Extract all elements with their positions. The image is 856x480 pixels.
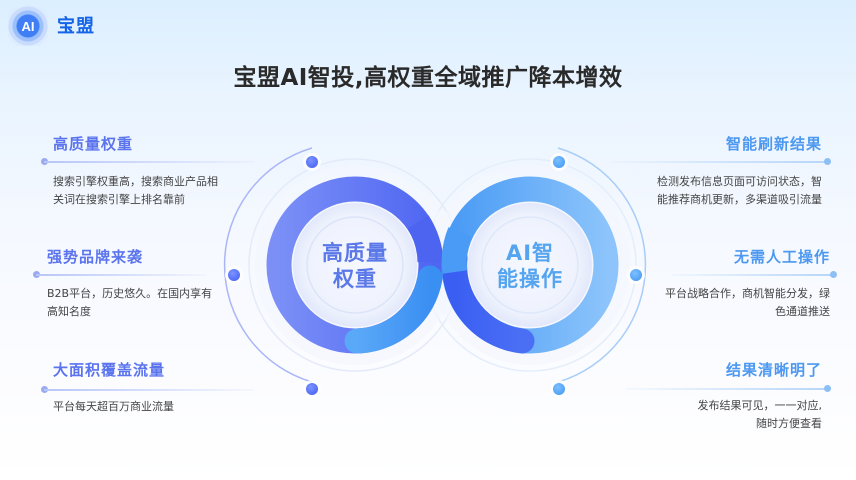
desc-line: 检测发布信息页面可访问状态，智 <box>657 175 822 188</box>
desc-line: 关词在搜索引擎上排名靠前 <box>53 193 185 206</box>
line-dot <box>824 158 831 165</box>
divider-line <box>626 388 826 390</box>
orbit-dot-top-right <box>553 156 565 168</box>
orbit-dot-bottom-right <box>553 383 565 395</box>
feature-title: 结果清晰明了 <box>725 361 822 379</box>
orbit-dot-mid-right <box>630 269 642 281</box>
feature-title: 无需人工操作 <box>733 248 830 266</box>
feature-desc: 平台每天超百万商业流量 <box>53 398 174 416</box>
page-title: 宝盟AI智投,高权重全域推广降本增效 <box>233 65 623 91</box>
divider-line <box>36 274 206 276</box>
desc-line: B2B平台，历史悠久。在国内享有 <box>47 287 213 300</box>
line-dot <box>830 271 837 278</box>
center-left-line1: 高质量 <box>322 241 388 265</box>
desc-line: 随时方便查看 <box>756 417 822 430</box>
desc-line: 高知名度 <box>47 305 91 318</box>
orbit-dot-top-left <box>306 156 318 168</box>
divider-line <box>44 389 254 391</box>
orbit-dot-bottom-left <box>306 383 318 395</box>
desc-line: 色通道推送 <box>775 305 830 318</box>
desc-line: 发布结果可见，一一对应, <box>697 399 823 412</box>
desc-line: 搜索引擎权重高，搜索商业产品相 <box>53 175 218 188</box>
divider-line <box>611 161 826 163</box>
desc-line: 能推荐商机更新，多渠道吸引流量 <box>657 193 822 206</box>
brand-name: 宝盟 <box>57 16 95 37</box>
desc-line: 平台每天超百万商业流量 <box>53 400 174 413</box>
feature-desc: 发布结果可见，一一对应, 随时方便查看 <box>698 397 823 433</box>
desc-line: 平台战略合作，商机智能分发，绿 <box>665 287 830 300</box>
line-dot <box>824 385 831 392</box>
divider-line <box>44 161 254 163</box>
feature-desc: B2B平台，历史悠久。在国内享有 高知名度 <box>47 285 212 321</box>
center-label-left: 高质量 权重 <box>305 240 405 292</box>
orbit-dot-mid-left <box>228 269 240 281</box>
feature-desc: 平台战略合作，商机智能分发，绿 色通道推送 <box>665 285 830 321</box>
center-left-line2: 权重 <box>333 267 377 291</box>
feature-desc: 检测发布信息页面可访问状态，智 能推荐商机更新，多渠道吸引流量 <box>657 173 822 209</box>
logo: AI <box>8 6 48 46</box>
center-right-line2: 能操作 <box>497 267 563 291</box>
feature-title: 智能刷新结果 <box>725 135 822 153</box>
feature-title: 大面积覆盖流量 <box>53 361 166 379</box>
divider-line <box>672 274 832 276</box>
center-label-right: AI智 能操作 <box>480 240 580 292</box>
feature-title: 高质量权重 <box>53 135 134 153</box>
logo-ai-icon: AI <box>21 18 35 34</box>
center-right-line1: AI智 <box>505 241 555 265</box>
feature-desc: 搜索引擎权重高，搜索商业产品相 关词在搜索引擎上排名靠前 <box>53 173 218 209</box>
feature-title: 强势品牌来袭 <box>47 248 144 266</box>
